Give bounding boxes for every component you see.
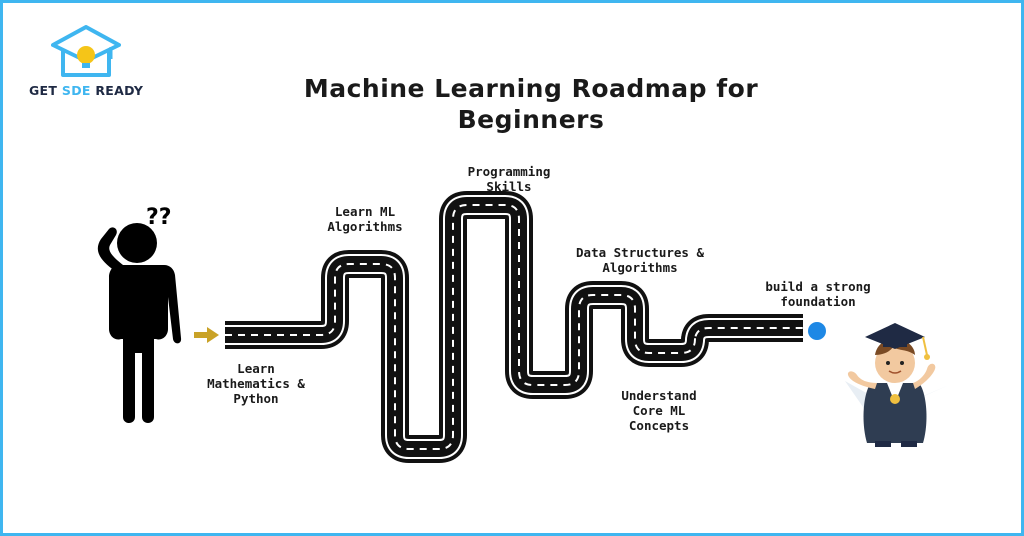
step-label-core-ml-concepts: Understand Core ML Concepts [621,388,697,433]
graduation-house-icon [51,25,121,77]
step-label-strong-foundation: build a strong foundation [765,279,871,309]
question-marks: ?? [146,205,172,230]
step-label-programming-skills: Programming Skills [467,164,551,194]
step-label-math-python: Learn Mathematics & Python [207,361,305,406]
winding-road [225,191,803,463]
brand-name-part1: GET [29,83,62,98]
brand-logo: GET SDE READY [29,25,164,105]
brand-name-part2: READY [90,83,144,98]
step-label-data-structures: Data Structures & Algorithms [576,245,704,275]
brand-name: GET SDE READY [29,83,143,98]
step-label-ml-algorithms: Learn ML Algorithms [327,204,403,234]
brand-name-accent: SDE [61,83,91,98]
start-arrow-icon [194,327,219,343]
page-title: Machine Learning Roadmap for Beginners [303,74,759,134]
goal-marker [808,322,826,340]
roadmap-scene: ?? [97,191,949,463]
graduate-figure [845,323,949,447]
confused-person-figure [97,223,182,423]
